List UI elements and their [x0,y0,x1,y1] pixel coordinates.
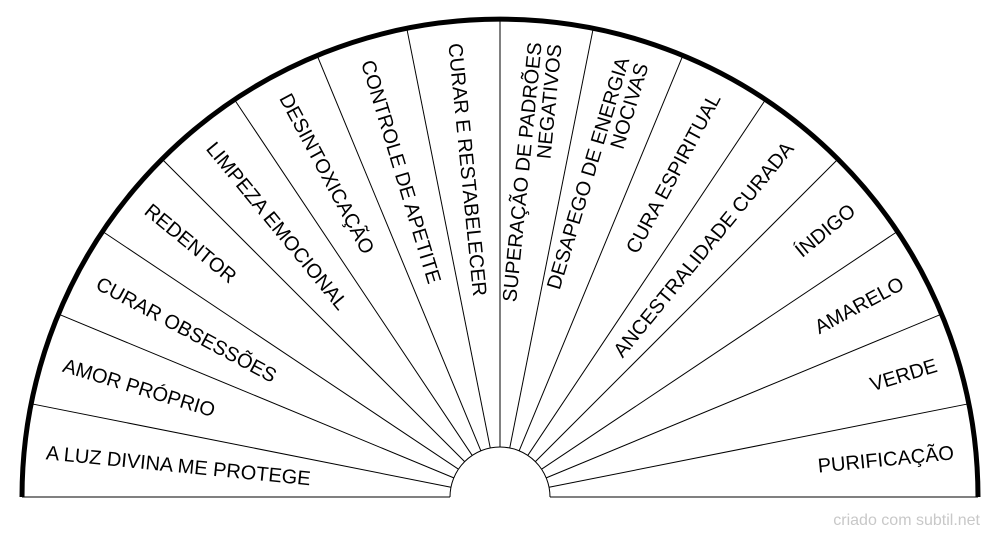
sector-label: CURAR E RESTABELECER [443,42,490,297]
sector-divider [548,403,968,488]
inner-hub-arc [449,446,551,498]
sector-divider [103,231,459,470]
sector-divider [535,159,838,462]
sector-divider [518,56,684,451]
sector-dividers [32,20,968,488]
sector-divider [162,159,465,462]
sector-divider [59,313,454,479]
sector-divider [316,56,482,451]
sector-label: REDENTOR [140,200,240,288]
sector-label: VERDE [868,355,940,396]
sector-divider [541,231,897,470]
sector-label: ÍNDIGO [791,199,861,262]
sector-label: A LUZ DIVINA ME PROTEGE [45,442,312,490]
sector-label: AMOR PRÓPRIO [60,354,218,422]
sector-divider [509,29,594,449]
outer-arc [19,16,981,498]
sector-divider [234,100,473,456]
sector-divider [546,313,941,479]
sector-divider [406,29,491,449]
sector-divider [32,403,452,488]
sector-label: PURIFICAÇÃO [817,440,955,477]
sector-divider [527,100,766,456]
sector-label: CURAR OBSESSÕES [92,271,281,387]
sector-label: AMARELO [811,273,908,339]
credit-text: criado com subtil.net [833,512,980,529]
